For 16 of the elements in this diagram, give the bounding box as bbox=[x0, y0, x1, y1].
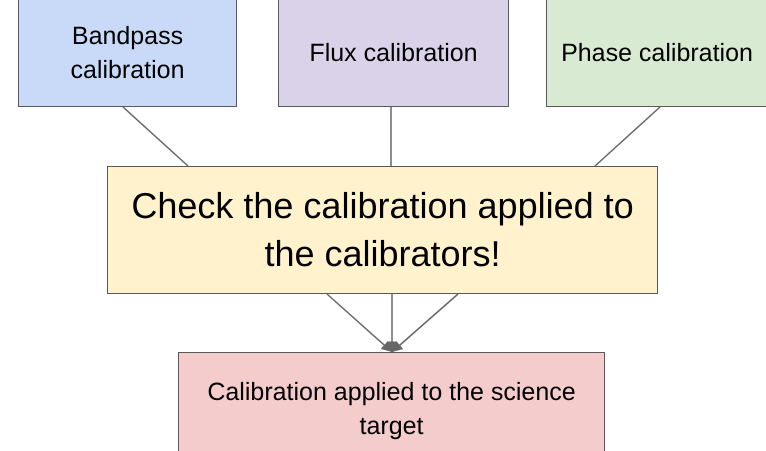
arrow bbox=[326, 293, 392, 353]
connector-line bbox=[390, 107, 392, 166]
box-text: Calibration applied to the science target bbox=[206, 376, 577, 442]
process-box bbox=[178, 352, 605, 451]
box-text: Phase calibration bbox=[560, 38, 754, 69]
arrow bbox=[386, 294, 398, 352]
connector-line bbox=[122, 106, 188, 167]
process-box bbox=[546, 0, 766, 107]
connector-line bbox=[594, 106, 660, 167]
process-box bbox=[18, 0, 237, 107]
process-box bbox=[278, 0, 509, 107]
box-text: Flux calibration bbox=[308, 38, 479, 69]
box-text: Check the calibration applied to the calibrators! bbox=[130, 184, 635, 276]
box-text: Bandpass calibration bbox=[70, 21, 186, 86]
arrow bbox=[392, 293, 458, 353]
process-box bbox=[107, 166, 658, 294]
